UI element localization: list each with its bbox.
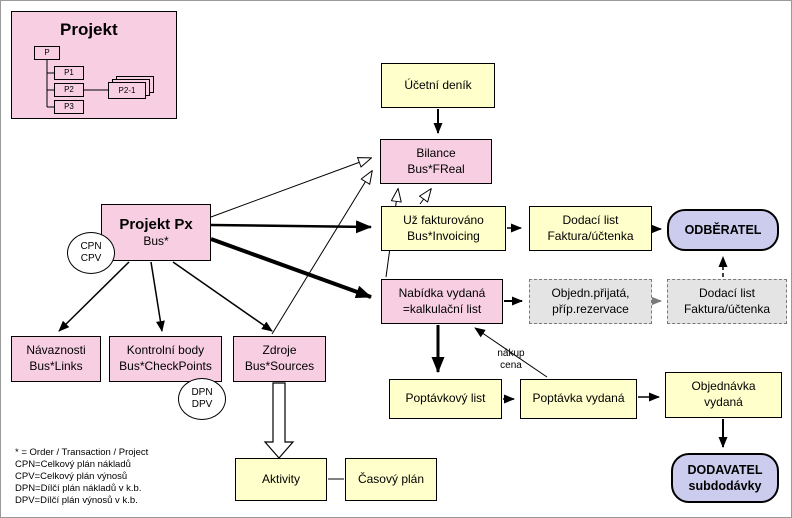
node-ucetni-denik: Účetní deník (381, 63, 495, 108)
node-sublabel: CPV (80, 253, 102, 264)
tree-node-p3: P3 (54, 100, 84, 114)
node-poptavka-vydana: Poptávka vydaná (520, 379, 637, 419)
arrow-px-to-navaznosti (58, 261, 130, 332)
node-sublabel: Bus*CheckPoints (119, 359, 212, 373)
node-sublabel: vydaná (704, 395, 743, 409)
node-dpn-dpv-ellipse: DPN DPV (178, 378, 226, 420)
node-sublabel: příp.rezervace (552, 301, 629, 316)
legend-line-cpv: CPV=Celkový plán výnosů (15, 471, 128, 482)
legend-line-cpn: CPN=Celkový plán nákladů (15, 459, 131, 470)
node-objedn-prijata: Objedn.přijatá, příp.rezervace (529, 279, 652, 324)
node-sublabel: Faktura/účtenka (547, 228, 634, 243)
tree-node-p2: P2 (54, 83, 84, 97)
projekt-group-box: Projekt P P1 P2 P3 P2-1 (11, 11, 177, 119)
arrow-px-to-fakturovano (210, 220, 372, 234)
legend: * = Order / Transaction / Project CPN=Ce… (15, 447, 148, 507)
label-cena: cena (500, 359, 522, 371)
node-label: Poptávkový list (405, 391, 486, 406)
projekt-group-title: Projekt (60, 20, 118, 39)
node-dodavatel: DODAVATEL subdodávky (671, 453, 779, 503)
node-sublabel: Bus*Sources (244, 359, 315, 373)
arrow-fakturovano-to-bilance (420, 189, 431, 205)
node-label: Objedn.přijatá, (551, 285, 630, 300)
arrow-px-to-nabidka (210, 237, 372, 299)
node-label: Kontrolní body (126, 343, 205, 358)
node-label: DODAVATEL (687, 462, 763, 477)
node-kontrolni-body: Kontrolní body Bus*CheckPoints (109, 336, 222, 382)
node-nabidka-vydana: Nabídka vydaná =kalkulační list (381, 279, 503, 324)
node-poptavkovy-list: Poptávkový list (389, 379, 502, 419)
node-label: ODBĚRATEL (684, 222, 762, 237)
node-objednavka-vydana: Objednávka vydaná (665, 372, 782, 418)
node-sublabel: Faktura/účtenka (683, 301, 771, 316)
node-sublabel: DPV (191, 399, 213, 410)
arrow-px-to-zdroje (172, 261, 273, 332)
node-odberatel: ODBĚRATEL (667, 209, 779, 251)
node-projekt-px: Projekt Px Bus* (101, 204, 211, 261)
node-cpn-cpv-ellipse: CPN CPV (67, 232, 115, 274)
node-label: Zdroje (262, 343, 297, 358)
node-zdroje: Zdroje Bus*Sources (233, 336, 326, 382)
node-aktivity: Aktivity (235, 458, 327, 501)
node-label: Nabídka vydaná (398, 285, 486, 300)
node-label: Účetní deník (404, 77, 472, 92)
node-bilance: Bilance Bus*FReal (380, 139, 492, 184)
node-sublabel: subdodávky (688, 479, 762, 493)
node-navaznosti: Návaznosti Bus*Links (11, 336, 101, 382)
node-label: Dodací list (698, 285, 756, 300)
node-sublabel: =kalkulační list (402, 301, 482, 316)
legend-line-dpv: DPV=Dílčí plán výnosů v k.b. (15, 495, 138, 506)
node-label: Aktivity (261, 471, 300, 486)
node-label: Časový plán (357, 471, 425, 486)
node-dodaci-list-2: Dodací list Faktura/účtenka (667, 279, 787, 324)
node-dodaci-list-1: Dodací list Faktura/účtenka (529, 206, 652, 251)
arrow-poptavka-to-nabidka-nakup-cena (474, 327, 548, 378)
tree-node-p1: P1 (54, 66, 84, 80)
node-label: Objednávka (691, 379, 756, 394)
node-sublabel: Bus*Invoicing (407, 228, 480, 243)
arrow-zdroje-to-bilance (271, 171, 372, 335)
tree-connector-lines (46, 60, 108, 108)
node-label: Projekt Px (119, 215, 193, 233)
node-label: Poptávka vydaná (532, 391, 625, 406)
tree-node-p21: P2-1 (108, 82, 146, 99)
node-label: Dodací list (562, 212, 619, 227)
tree-node-p: P (34, 46, 60, 60)
node-sublabel: Bus*Links (29, 359, 83, 373)
label-nakup-cena: nákup cena (489, 348, 533, 371)
legend-line-dpn: DPN=Dílčí plán nákladů v k.b. (15, 483, 142, 494)
node-label: CPN (80, 241, 102, 252)
node-label: Bilance (416, 145, 456, 160)
arrow-px-to-bilance (210, 158, 371, 218)
hollow-arrow-zdroje-to-aktivity (263, 382, 295, 459)
arrow-px-to-kontrolni (150, 261, 165, 332)
node-label: DPN (191, 387, 213, 398)
node-sublabel: Bus*FReal (407, 161, 465, 176)
node-uz-fakturovano: Už fakturováno Bus*Invoicing (381, 206, 506, 251)
node-casovy-plan: Časový plán (345, 458, 437, 501)
label-nakup: nákup (497, 348, 525, 359)
legend-line-order: * = Order / Transaction / Project (15, 447, 149, 458)
node-label: Návaznosti (26, 343, 86, 358)
node-sublabel: Bus* (143, 234, 169, 249)
node-label: Už fakturováno (403, 212, 484, 227)
